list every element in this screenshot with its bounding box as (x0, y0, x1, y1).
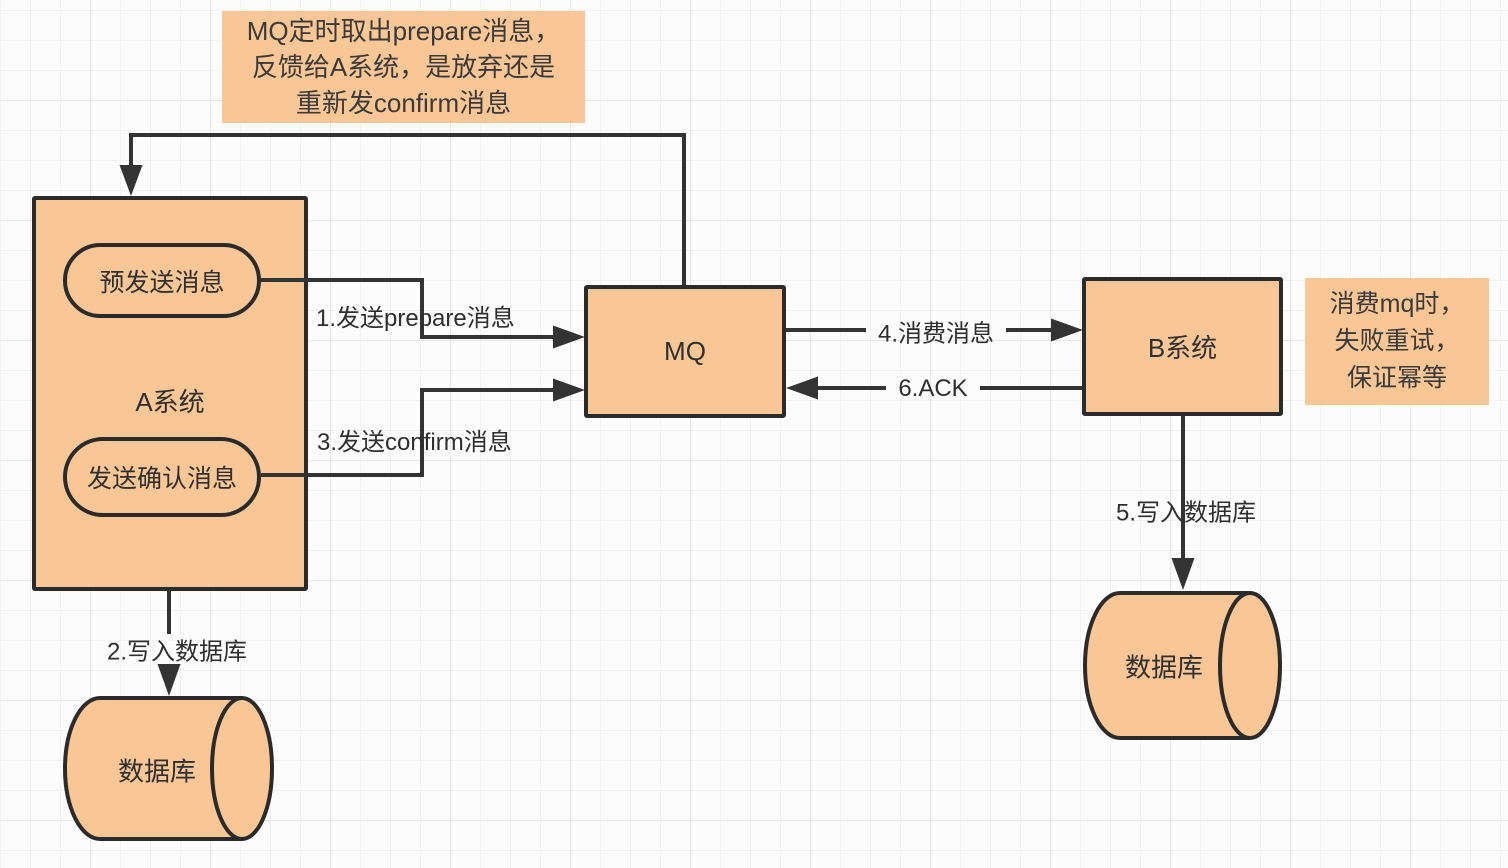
pre-send-message-node: 预发送消息 (63, 243, 261, 318)
confirm-send-message-node: 发送确认消息 (63, 437, 261, 517)
label-ack: 6.ACK (898, 375, 968, 402)
arrowhead-ack (786, 376, 818, 400)
database-left-cap (210, 696, 274, 841)
arrowhead-into-a (119, 165, 143, 196)
label-prepare: 1.发送prepare消息 (316, 305, 515, 332)
mq-box: MQ (584, 285, 786, 418)
database-left-label: 数据库 (117, 756, 197, 787)
database-right-label: 数据库 (1124, 652, 1204, 683)
arrowhead-write-b (1171, 558, 1195, 590)
note-line: 消费mq时， (1329, 290, 1465, 318)
note-consume-retry-idempotent: 消费mq时， 失败重试， 保证幂等 (1305, 278, 1489, 405)
note-line: MQ定时取出prepare消息， (246, 16, 561, 46)
note-line: 重新发confirm消息 (295, 88, 512, 118)
system-a-title: A系统 (135, 387, 205, 417)
system-b-box: B系统 (1082, 277, 1283, 416)
label-write-b: 5.写入数据库 (1115, 499, 1257, 527)
label-consume: 4.消费消息 (877, 320, 995, 348)
note-mq-timer-callback: MQ定时取出prepare消息， 反馈给A系统，是放弃还是 重新发confirm… (222, 11, 585, 123)
note-line: 反馈给A系统，是放弃还是 (251, 52, 556, 82)
arrowhead-consume (1051, 318, 1083, 342)
label-confirm: 3.发送confirm消息 (317, 429, 512, 456)
database-right-cap (1218, 591, 1282, 740)
arrowhead-write-a (157, 664, 181, 696)
note-line: 失败重试， (1334, 327, 1460, 355)
note-line: 保证幂等 (1346, 364, 1447, 392)
arrowhead-confirm (553, 378, 585, 402)
arrowhead-prepare (553, 325, 585, 349)
label-write-a: 2.写入数据库 (106, 638, 248, 666)
